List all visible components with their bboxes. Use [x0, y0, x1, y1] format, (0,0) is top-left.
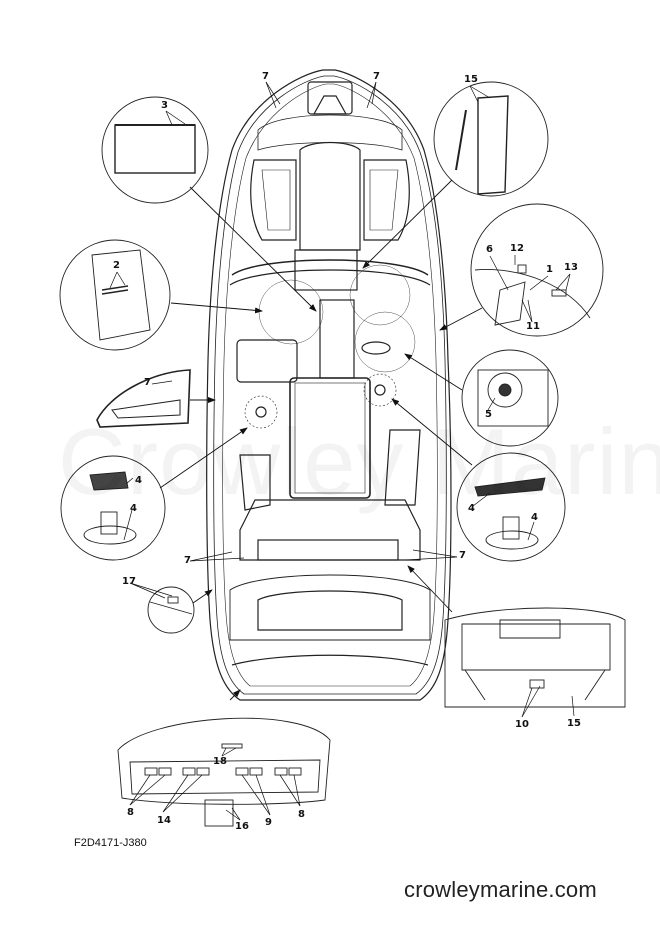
callout-18: 18	[213, 756, 227, 767]
callout-12: 12	[510, 243, 524, 254]
callout-5: 5	[485, 409, 492, 420]
inset-label-4-right	[456, 452, 566, 562]
callout-7: 7	[144, 377, 151, 388]
callout-14: 14	[157, 815, 171, 826]
callout-8: 8	[298, 809, 305, 820]
callout-7: 7	[262, 71, 269, 82]
callout-4: 4	[468, 503, 475, 514]
leader-arrows	[159, 179, 483, 701]
callout-8: 8	[127, 807, 134, 818]
callout-4: 4	[135, 475, 142, 486]
watermark: Crowley Marine	[58, 408, 660, 516]
inset-label-4-left	[60, 455, 166, 561]
inset-label-7-side	[96, 369, 191, 428]
callout-2: 2	[113, 260, 120, 271]
callout-13: 13	[564, 262, 578, 273]
callout-15: 15	[464, 74, 478, 85]
callout-9: 9	[265, 817, 272, 828]
callout-4: 4	[130, 503, 137, 514]
callout-17: 17	[122, 576, 136, 587]
inset-labels-10-15-stern	[444, 607, 626, 708]
callout-11: 11	[526, 321, 540, 332]
callout-10: 10	[515, 719, 529, 730]
inset-label-3	[101, 96, 209, 204]
callout-7: 7	[373, 71, 380, 82]
callout-7: 7	[184, 555, 191, 566]
site-footer-link[interactable]: crowleymarine.com	[404, 877, 597, 902]
inset-labels-1-6-11-12-13	[470, 203, 604, 337]
callout-4: 4	[531, 512, 538, 523]
inset-label-2	[59, 239, 171, 351]
callout-7: 7	[459, 550, 466, 561]
hull-top-view	[206, 69, 452, 701]
callout-leaders	[109, 81, 575, 821]
figure-code: F2D4171-J380	[74, 837, 147, 849]
callout-16: 16	[235, 821, 249, 832]
inset-label-5	[461, 349, 559, 447]
callout-15: 15	[567, 718, 581, 729]
inset-label-15-top	[433, 81, 549, 197]
inset-label-17	[147, 586, 195, 634]
callout-1: 1	[546, 264, 553, 275]
callout-6: 6	[486, 244, 493, 255]
callout-3: 3	[161, 100, 168, 111]
